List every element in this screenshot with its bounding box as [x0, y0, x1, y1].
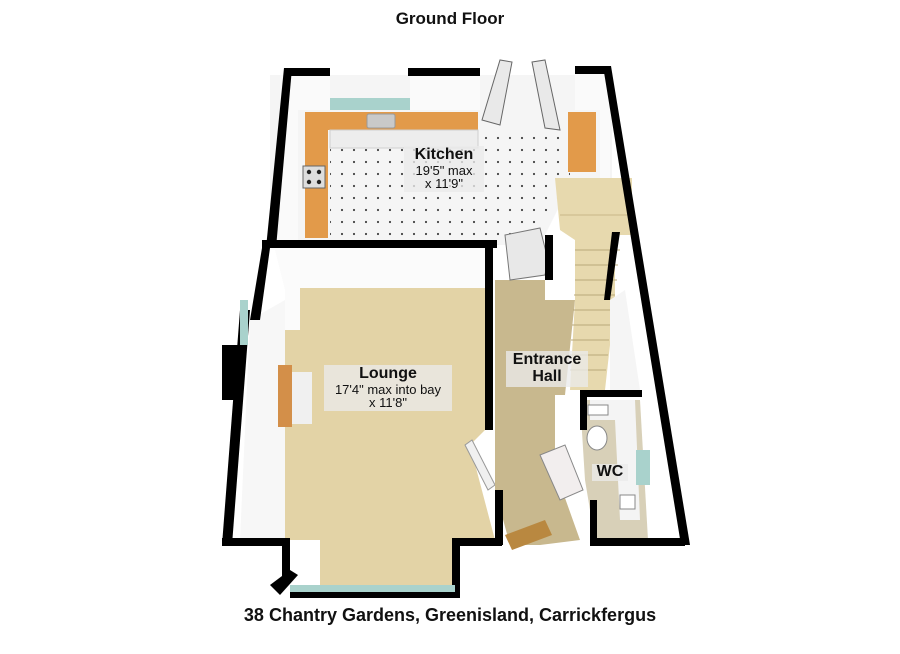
wc-basin — [619, 494, 636, 510]
property-address: 38 Chantry Gardens, Greenisland, Carrick… — [243, 605, 657, 625]
hall-label: Entrance Hall — [506, 351, 588, 387]
lounge-dim-1: 17'4" max into bay — [334, 381, 442, 397]
lounge-name: Lounge — [359, 365, 417, 382]
lounge-label: Lounge 17'4" max into bay x 11'8" — [324, 365, 452, 412]
door-mat — [505, 520, 552, 550]
kitchen-name: Kitchen — [414, 146, 474, 163]
lounge-dim-2: x 11'8" — [369, 395, 407, 411]
wc-name: WC — [596, 463, 624, 480]
plan-title: Ground Floor — [395, 9, 505, 28]
wc-label: WC — [592, 463, 628, 481]
fireplace — [278, 365, 292, 427]
kitchen-door-left — [481, 59, 513, 126]
hall-floor — [495, 280, 580, 545]
kitchen-label: Kitchen 19'5" max x 11'9" — [404, 146, 484, 193]
hall-name-line1: Entrance — [512, 351, 582, 368]
utility-cupboard — [504, 227, 549, 281]
kitchen-dim-2: x 11'9" — [425, 176, 463, 192]
wc-door — [539, 444, 584, 501]
lounge-bay-window — [290, 585, 455, 592]
hob — [302, 165, 326, 189]
wc-window — [636, 450, 650, 485]
kitchen-worktop-right — [568, 112, 596, 172]
hall-name-line2: Hall — [532, 367, 562, 385]
walls — [222, 66, 690, 598]
lounge-floor — [285, 288, 495, 585]
kitchen-dim-1: 19'5" max — [415, 162, 473, 178]
sink — [366, 113, 396, 129]
kitchen-worktop — [305, 112, 478, 238]
toilet — [586, 425, 608, 451]
kitchen-door-right — [531, 59, 561, 131]
kitchen-window — [330, 98, 410, 110]
lounge-side-window — [240, 300, 248, 345]
